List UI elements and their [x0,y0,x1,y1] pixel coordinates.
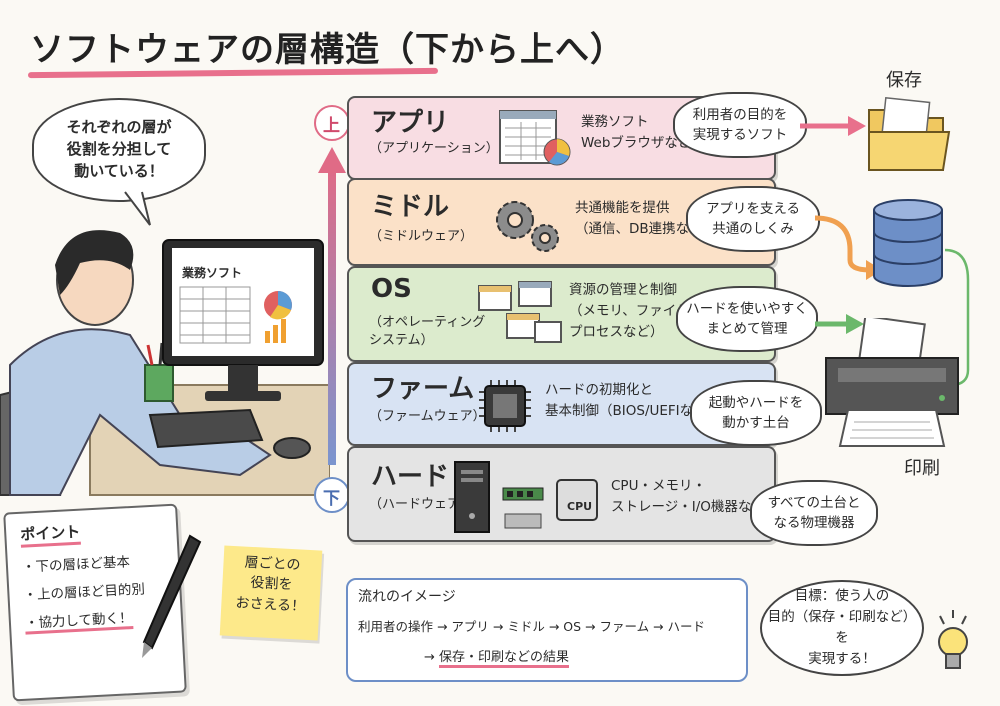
app-window-icon [499,110,571,166]
layer-firmware: ファーム （ファームウェア） ハードの初期化と 基本制御（BIOS/UEFIなど… [347,362,776,446]
database-icon [873,199,943,287]
layer-os-desc: 資源の管理と制御 （メモリ、ファイル、 プロセスなど） [569,282,704,340]
arrow-label-bottom: 下 [323,489,340,509]
layer-app-name: アプリ [371,108,450,138]
flow-line-1: 利用者の操作 → アプリ → ミドル → OS → ファーム → ハード [358,619,706,634]
page-title: ソフトウェアの層構造（下から上へ） [30,30,625,70]
layer-app-bubble: 利用者の目的を 実現するソフト [673,92,807,158]
person-at-computer-illustration [0,230,330,496]
gears-icon [496,201,559,252]
layer-middleware-name: ミドル [371,192,450,222]
layer-app-sub: （アプリケーション） [369,141,499,156]
flow-result: 保存・印刷などの結果 [439,650,570,668]
layer-firmware-bubble: 起動やハードを 動かす土台 [690,380,822,446]
folder-icon [868,97,951,171]
layer-hardware-desc: CPU・メモリ・ ストレージ・I/O機器など [611,478,765,515]
layer-os: OS （オペレーティング システム） 資源の管理と制御 （メモリ、ファイル、 プ… [347,266,776,362]
point-item-2: ・上の層ほど目的別 [23,581,146,604]
flow-box: 流れのイメージ 利用者の操作 → アプリ → ミドル → OS → ファーム →… [346,578,748,682]
point-item-1: ・下の層ほど基本 [21,554,131,576]
layer-firmware-desc: ハードの初期化と 基本制御（BIOS/UEFIなど） [545,382,721,419]
layer-os-sub: （オペレーティング システム） [369,315,486,349]
flow-line-2-arrow: → [424,650,435,665]
monitor-app-title: 業務ソフト [182,266,243,280]
layer-middleware-desc: 共通機能を提供 （通信、DB連携など） [575,200,717,237]
speech-bubble: それぞれの層が 役割を分担して 動いている！ [32,98,206,202]
arrow-label-top: 上 [323,116,340,136]
speech-bubble-tail [124,191,151,226]
flow-line-2: → 保存・印刷などの結果 [424,646,570,668]
cpu-chip-label: CPU [567,500,593,513]
lightbulb-icon [938,610,968,669]
layer-os-bubble: ハードを使いやすく まとめて管理 [676,286,818,352]
point-item-3: ・協力して動く！ [24,606,134,635]
goal-bubble: 目標：使う人の 目的（保存・印刷など）を 実現する！ [760,580,924,676]
layer-hardware-bubble: すべての土台と なる物理機器 [750,480,878,546]
layer-firmware-sub: （ファームウェア） [369,409,486,424]
printer-icon [825,318,959,447]
windows-icon [478,281,562,343]
layer-middleware-sub: （ミドルウェア） [369,229,474,244]
layer-firmware-name: ファーム [371,374,475,404]
pen-icon [142,534,202,658]
sticky-note: 層ごとの 役割を おさえる！ [219,545,323,641]
layer-hardware-sub: （ハードウェア） [369,497,474,512]
point-title: ポイント [19,520,81,548]
layer-app-desc: 業務ソフト Webブラウザなど [581,114,692,151]
save-label: 保存 [886,70,922,91]
print-label: 印刷 [904,458,940,479]
layer-hardware: ハード （ハードウェア） CPU CPU・メモリ・ ストレージ・I/O機器など [347,446,776,542]
flow-title: 流れのイメージ [358,589,456,605]
hardware-icon [454,461,598,533]
layer-os-name: OS [371,274,412,304]
layer-hardware-name: ハード [371,462,450,492]
chip-icon [479,380,531,432]
